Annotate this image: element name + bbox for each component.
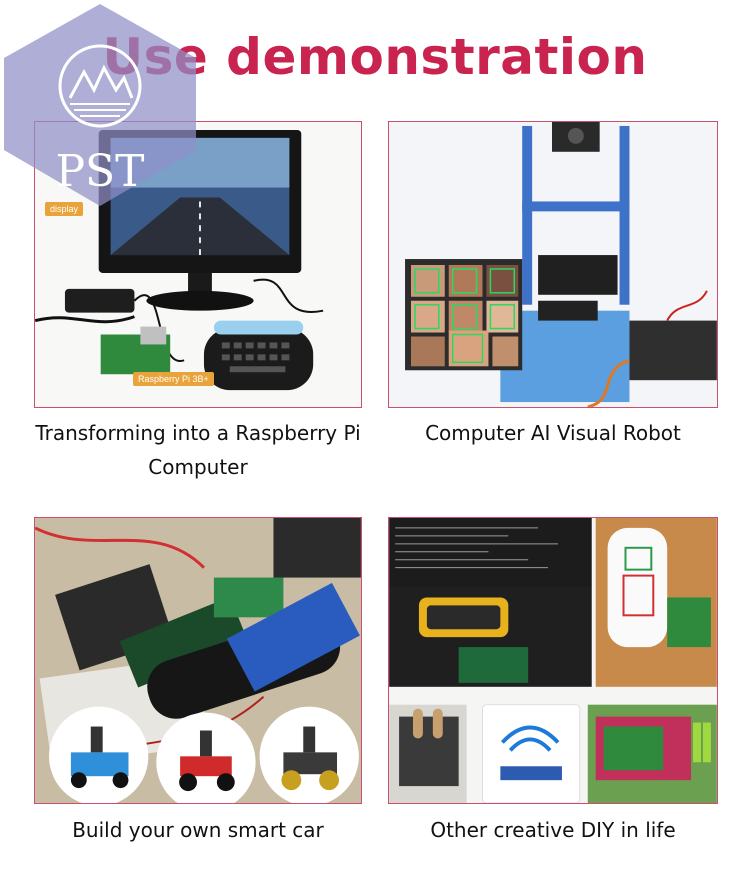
page-title: Use demonstration — [102, 28, 648, 86]
caption-creative-diy: Other creative DIY in life — [430, 818, 676, 842]
caption-raspberry-pi-computer: Transforming into a Raspberry Pi Compute… — [30, 416, 366, 484]
caption-smart-car: Build your own smart car — [72, 818, 324, 842]
photo-smart-car — [34, 517, 362, 804]
robot-illustration — [389, 122, 717, 407]
photo-creative-diy — [388, 517, 718, 804]
board-label: Raspberry Pi 3B+ — [133, 372, 214, 386]
photo-raspberry-pi-computer: display Raspberry Pi 3B+ — [34, 121, 362, 408]
diy-illustration — [389, 518, 717, 803]
caption-line-1: Transforming into a Raspberry Pi — [35, 421, 361, 445]
caption-line-2: Computer — [148, 455, 248, 479]
display-label: display — [45, 202, 84, 216]
smart-car-illustration — [35, 518, 361, 803]
photo-ai-visual-robot — [388, 121, 718, 408]
monitor-illustration — [35, 122, 361, 407]
caption-ai-visual-robot: Computer AI Visual Robot — [425, 421, 681, 445]
